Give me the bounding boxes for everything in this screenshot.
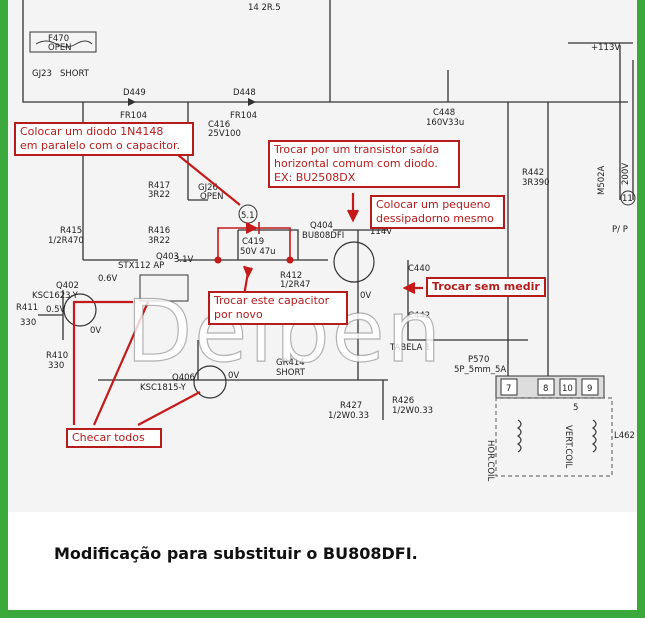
c442-label: C442 [408, 311, 430, 321]
d448-diode [248, 98, 256, 106]
r411-value: 330 [20, 318, 36, 328]
schematic-diagram: F470 OPEN GJ23 SHORT 14 2R.5 D449 FR104 … [8, 0, 637, 512]
l462-label: L462 [614, 431, 635, 441]
schematic-svg: F470 OPEN GJ23 SHORT 14 2R.5 D449 FR104 … [16, 0, 636, 482]
annotation-arrows [72, 154, 423, 426]
hor-coil-symbol [516, 419, 522, 453]
pin-9-label: 9 [587, 384, 592, 394]
r442-value: 3R390 [522, 178, 550, 188]
node-51-label: 5.1 [241, 211, 255, 221]
q402-transistor [63, 293, 97, 327]
f470-label: F470 [48, 34, 69, 44]
yoke-box [495, 397, 613, 477]
c440-label: C440 [408, 264, 430, 274]
pin-7-label: 7 [506, 384, 511, 394]
check-note: Checar todos [66, 428, 162, 448]
p570-label: P570 [468, 355, 489, 365]
gj26-state: OPEN [200, 192, 224, 202]
q406-voltage: 0V [228, 371, 239, 381]
voltage-114v: 114V [370, 227, 392, 237]
c416-label: C416 [208, 120, 230, 130]
r410-value: 330 [48, 361, 64, 371]
q404-transistor [333, 241, 375, 283]
r411-label: R411 [16, 303, 38, 313]
vert-coil-label: VERT.COIL [563, 425, 573, 468]
voltage-200v: 200V [621, 163, 631, 185]
gj26-label: GJ26 [198, 183, 218, 193]
pin-8-label: 8 [543, 384, 548, 394]
c416-value: 25V100 [208, 129, 241, 139]
q403-darlington [139, 274, 189, 302]
r442-label: R442 [522, 168, 544, 178]
c448-label: C448 [433, 108, 455, 118]
q406-part: KSC1815-Y [140, 383, 187, 393]
r427-label: R427 [340, 401, 362, 411]
gr414-label: GR414 [276, 358, 305, 368]
r412-label: R412 [280, 271, 302, 281]
vert-coil-symbol [591, 419, 597, 453]
d449-part: FR104 [120, 111, 147, 121]
r417-label: R417 [148, 181, 170, 191]
q406-transistor [193, 365, 227, 399]
q402-voltage: 0V [90, 326, 101, 336]
c419-label: C419 [242, 237, 264, 247]
f470-state: OPEN [48, 43, 72, 53]
c448-value: 160V33u [426, 118, 464, 128]
rail-113v-label: +113V [591, 43, 620, 53]
capacitor-note: Trocar este capacitor por novo [208, 291, 348, 325]
r415-label: R415 [60, 226, 82, 236]
r416-value: 3R22 [148, 236, 170, 246]
transistor-note: Trocar por um transistor saída horizonta… [268, 140, 460, 188]
d448-label: D448 [233, 88, 256, 98]
tabela-label: TABELA 1 [389, 343, 430, 353]
heatsink-note: Colocar um pequeno dessipadorno mesmo [370, 195, 505, 229]
q402-label: Q402 [56, 281, 79, 291]
r426-value: 1/2W0.33 [392, 406, 433, 416]
diode-note: Colocar um diodo 1N4148 em paralelo com … [14, 122, 194, 156]
pp-label: P/ P [612, 225, 628, 235]
r427-value: 1/2W0.33 [328, 411, 369, 421]
hor-coil-label: HOR.COIL [485, 440, 495, 482]
r426-label: R426 [392, 396, 414, 406]
q404-part: BU808DFI [302, 231, 344, 241]
q403-label: Q403 [156, 252, 179, 262]
f470-fuse-element [35, 40, 93, 48]
caption: Modificação para substituir o BU808DFI. [54, 544, 418, 563]
measure-note: Trocar sem medir [426, 277, 546, 297]
q406-label: Q406 [172, 373, 195, 383]
r412-value: 1/2R47 [280, 280, 310, 290]
pin-10-box [559, 378, 577, 396]
q403-part: STX112 AP [118, 261, 164, 271]
c419-value: 50V 47u [240, 247, 276, 257]
ref-2r5-label: 14 2R.5 [248, 3, 281, 13]
r416-label: R416 [148, 226, 170, 236]
gj23-label: GJ23 [32, 69, 52, 79]
wiring [22, 0, 634, 420]
voltage-05: 0.5V [46, 305, 66, 315]
d449-label: D449 [123, 88, 146, 98]
pin-11-circle [620, 190, 636, 206]
q404-voltage: 0V [360, 291, 371, 301]
f470-fuse [29, 31, 97, 53]
m502a-label: M502A [597, 165, 607, 195]
pin-11-label: 11 [622, 194, 633, 204]
pin-9-box [581, 378, 599, 396]
pin-7-box [500, 378, 518, 396]
r410-label: R410 [46, 351, 68, 361]
q402-part: KSC1623-Y [32, 291, 79, 301]
p570-part: 5P_5mm_5A [454, 365, 506, 375]
pin-5-label: 5 [573, 403, 578, 413]
gj23-state: SHORT [60, 69, 90, 79]
d449-diode [128, 98, 136, 106]
gr414-state: SHORT [276, 368, 306, 378]
added-diode-modification [214, 222, 294, 264]
voltage-31: 3.1V [174, 255, 194, 265]
d448-part: FR104 [230, 111, 257, 121]
pin-8-box [537, 378, 555, 396]
r417-value: 3R22 [148, 190, 170, 200]
pin-10-label: 10 [562, 384, 573, 394]
voltage-06: 0.6V [98, 274, 118, 284]
q404-label: Q404 [310, 221, 333, 231]
r415-value: 1/2R470 [48, 236, 84, 246]
